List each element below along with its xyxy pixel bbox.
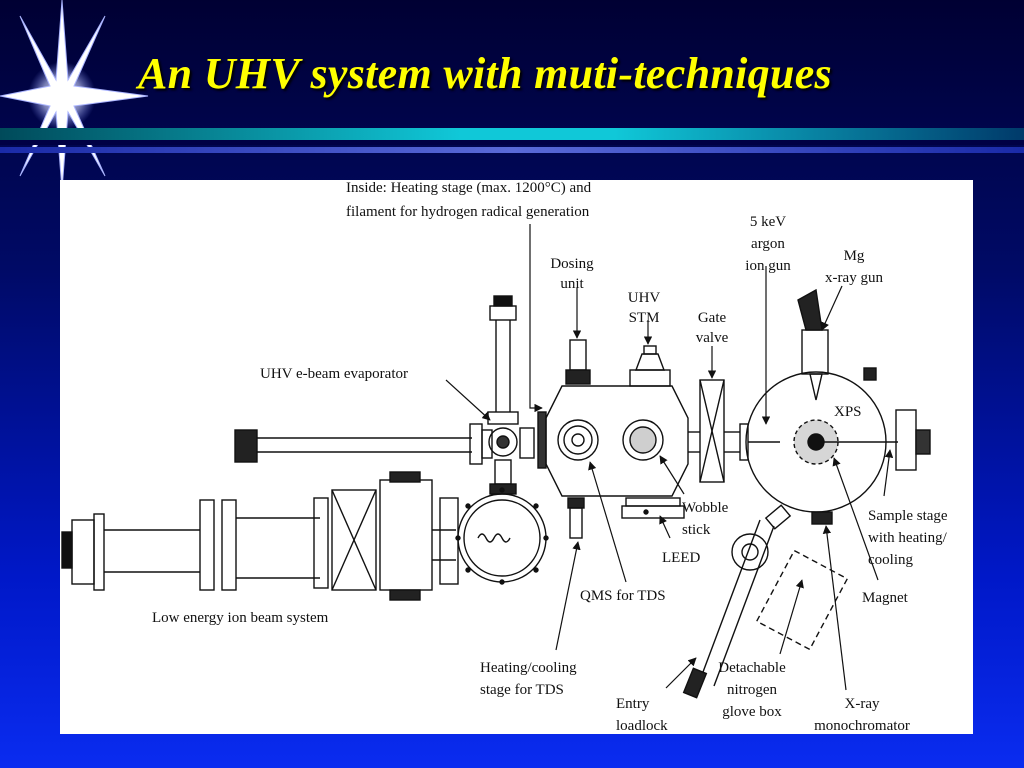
label-magnet: Magnet xyxy=(862,590,909,606)
entry-loadlock xyxy=(682,504,792,699)
label-mg-2: x-ray gun xyxy=(825,270,883,286)
stm-head xyxy=(629,345,671,387)
leed-flange xyxy=(621,497,685,519)
label-mono-2: monochromator xyxy=(814,718,910,734)
label-wobble-2: stick xyxy=(682,522,711,538)
label-glovebox-3: glove box xyxy=(722,704,782,720)
label-sample-2: with heating/ xyxy=(868,530,948,546)
label-ion-gun-1: 5 keV xyxy=(750,214,786,230)
label-gate-2: valve xyxy=(696,330,729,346)
label-gate-1: Gate xyxy=(698,310,727,326)
label-mg-1: Mg xyxy=(844,248,865,264)
label-wobble-1: Wobble xyxy=(682,500,729,516)
xps-chamber xyxy=(745,288,931,525)
label-heating-tds-2: stage for TDS xyxy=(480,682,564,698)
ebeam-evaporator-arm xyxy=(234,423,493,465)
qms-port xyxy=(567,497,585,539)
label-sample-3: cooling xyxy=(868,552,913,568)
uhv-system-diagram: Inside: Heating stage (max. 1200°C) and … xyxy=(61,180,948,734)
label-qms: QMS for TDS xyxy=(580,588,666,604)
label-dosing-1: Dosing xyxy=(550,256,594,272)
title-rule-blue xyxy=(0,147,1024,153)
glove-box-outline xyxy=(755,549,849,651)
label-heating-tds-1: Heating/cooling xyxy=(480,660,577,676)
label-inside-heating-2: filament for hydrogen radical generation xyxy=(346,204,590,220)
diagram-panel: Inside: Heating stage (max. 1200°C) and … xyxy=(60,180,973,734)
label-glovebox-1: Detachable xyxy=(718,660,786,676)
equipment-drawing xyxy=(61,288,931,699)
stm-chamber xyxy=(537,385,689,497)
label-mono-1: X-ray xyxy=(845,696,880,712)
star-burst-icon xyxy=(0,0,149,190)
label-xps: XPS xyxy=(834,404,862,420)
label-ebeam: UHV e-beam evaporator xyxy=(260,366,408,382)
title-rule-dark xyxy=(0,140,1024,145)
tds-chamber xyxy=(455,487,549,585)
label-ion-gun-3: ion gun xyxy=(745,258,791,274)
title-rule-teal xyxy=(0,128,1024,140)
label-stm-1: UHV xyxy=(628,290,661,306)
gate-valve xyxy=(688,379,749,483)
label-sample-1: Sample stage xyxy=(868,508,948,524)
label-dosing-2: unit xyxy=(560,276,584,292)
leader-arrows xyxy=(445,224,894,691)
label-low-energy: Low energy ion beam system xyxy=(152,610,329,626)
label-entry-1: Entry xyxy=(616,696,650,712)
dosing-unit xyxy=(565,339,591,385)
diagram-labels: Inside: Heating stage (max. 1200°C) and … xyxy=(152,180,948,734)
ion-beam-column xyxy=(61,471,459,601)
slide-title: An UHV system with muti-techniques xyxy=(138,49,832,98)
label-stm-2: STM xyxy=(629,310,660,326)
label-glovebox-2: nitrogen xyxy=(727,682,777,698)
label-leed: LEED xyxy=(662,550,700,566)
label-inside-heating-1: Inside: Heating stage (max. 1200°C) and xyxy=(346,180,592,196)
vertical-manipulator xyxy=(487,295,535,495)
label-ion-gun-2: argon xyxy=(751,236,785,252)
label-entry-2: loadlock xyxy=(616,718,668,734)
